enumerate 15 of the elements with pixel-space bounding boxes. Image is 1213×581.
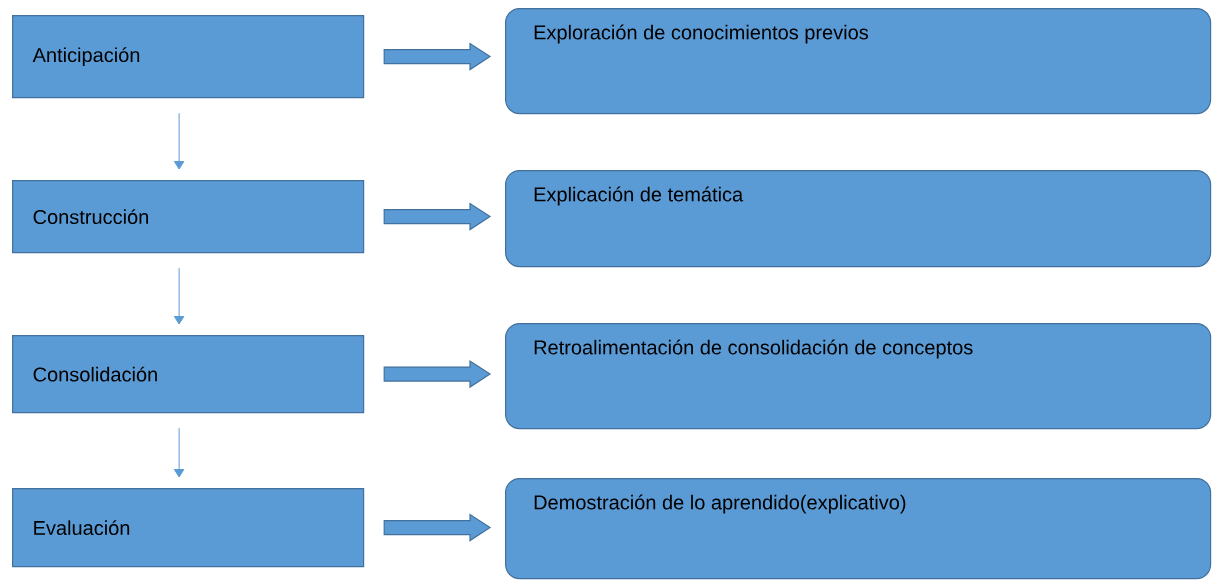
block-arrow	[383, 42, 492, 71]
description-box: Demostración de lo aprendido(explicativo)	[505, 478, 1212, 580]
block-arrow	[383, 513, 492, 542]
process-box: Evaluación	[12, 488, 365, 568]
block-arrow	[383, 360, 492, 389]
process-box: Anticipación	[12, 15, 365, 99]
arrow	[173, 112, 185, 170]
description-box: Explicación de temática	[505, 170, 1212, 268]
block-arrow	[383, 202, 492, 231]
description-box: Exploración de conocimientos previos	[505, 8, 1212, 115]
description-box: Retroalimentación de consolidación de conceptos	[505, 323, 1212, 430]
process-box: Construcción	[12, 180, 365, 254]
arrow	[173, 427, 185, 478]
process-box: Consolidación	[12, 335, 365, 414]
arrow	[173, 267, 185, 325]
